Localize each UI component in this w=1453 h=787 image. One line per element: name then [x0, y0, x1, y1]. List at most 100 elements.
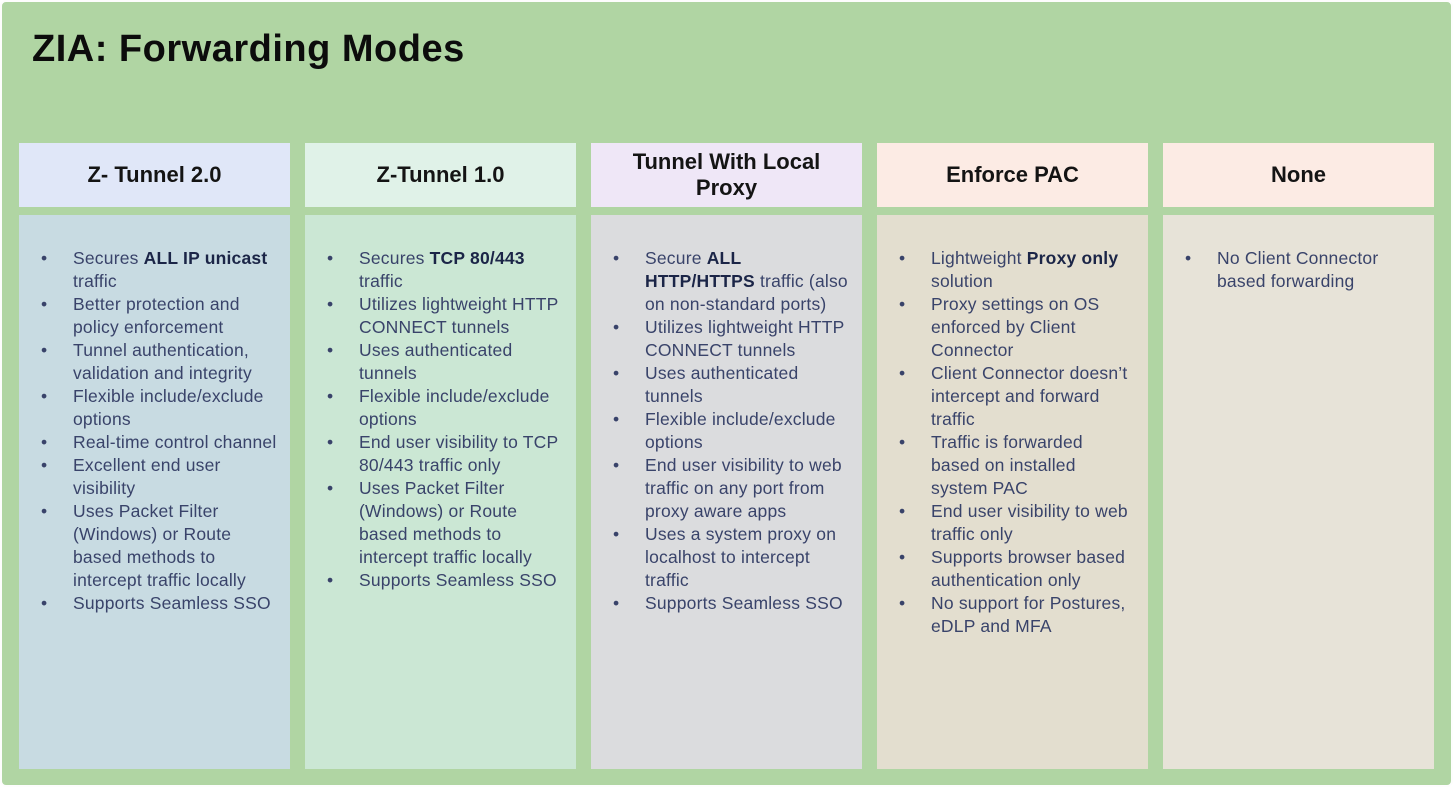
list-item: • Uses Packet Filter (Windows) or Route …: [325, 477, 564, 569]
list-item: • Flexible include/exclude options: [39, 385, 278, 431]
column-header: Enforce PAC: [877, 143, 1148, 207]
list-item: • End user visibility to web traffic on …: [611, 454, 850, 523]
bullet-icon: •: [41, 455, 48, 475]
bullet-icon: •: [327, 478, 334, 498]
list-item: • Excellent end user visibility: [39, 454, 278, 500]
column-body: • Lightweight Proxy only solution • Prox…: [877, 215, 1148, 769]
bullet-icon: •: [1185, 248, 1192, 268]
list-item-text: Secure ALL HTTP/HTTPS traffic (also on n…: [645, 248, 848, 314]
list-item: • Lightweight Proxy only solution: [897, 247, 1136, 293]
bullet-icon: •: [613, 317, 620, 337]
bullet-icon: •: [613, 455, 620, 475]
column-body: • Secure ALL HTTP/HTTPS traffic (also on…: [591, 215, 862, 769]
bullet-icon: •: [327, 432, 334, 452]
list-item: • Supports browser based authentication …: [897, 546, 1136, 592]
column: Z- Tunnel 2.0 • Secures ALL IP unicast t…: [19, 143, 290, 769]
list-item: • Supports Seamless SSO: [39, 592, 278, 615]
list-item: • Real-time control channel: [39, 431, 278, 454]
list-item-text: Lightweight Proxy only solution: [931, 248, 1119, 291]
list-item: • Uses Packet Filter (Windows) or Route …: [39, 500, 278, 592]
list-item: • Uses authenticated tunnels: [325, 339, 564, 385]
list-item-text: End user visibility to TCP 80/443 traffi…: [359, 432, 559, 475]
list-item-text: Uses Packet Filter (Windows) or Route ba…: [73, 501, 246, 590]
list-item-text: Tunnel authentication, validation and in…: [73, 340, 252, 383]
column-header-label: Enforce PAC: [946, 162, 1079, 188]
column-body: • No Client Connector based forwarding: [1163, 215, 1434, 769]
column: Enforce PAC • Lightweight Proxy only sol…: [877, 143, 1148, 769]
bullet-icon: •: [899, 248, 906, 268]
bullet-list: • Secures TCP 80/443 traffic • Utilizes …: [325, 247, 564, 592]
list-item-text: Secures TCP 80/443 traffic: [359, 248, 525, 291]
column-header-label: Z- Tunnel 2.0: [87, 162, 222, 188]
bullet-icon: •: [613, 593, 620, 613]
bullet-icon: •: [327, 248, 334, 268]
list-item-text: Flexible include/exclude options: [645, 409, 836, 452]
list-item-text: Supports Seamless SSO: [645, 593, 843, 613]
bullet-icon: •: [613, 363, 620, 383]
list-item-text: Utilizes lightweight HTTP CONNECT tunnel…: [359, 294, 559, 337]
list-item: • Secures ALL IP unicast traffic: [39, 247, 278, 293]
list-item-text: Uses a system proxy on localhost to inte…: [645, 524, 837, 590]
list-item: • End user visibility to TCP 80/443 traf…: [325, 431, 564, 477]
bullet-list: • Secures ALL IP unicast traffic • Bette…: [39, 247, 278, 615]
column-header-label: Z-Tunnel 1.0: [376, 162, 505, 188]
list-item: • Secure ALL HTTP/HTTPS traffic (also on…: [611, 247, 850, 316]
bullet-icon: •: [41, 593, 48, 613]
list-item: • Flexible include/exclude options: [611, 408, 850, 454]
bullet-icon: •: [41, 386, 48, 406]
list-item: • Utilizes lightweight HTTP CONNECT tunn…: [611, 316, 850, 362]
list-item: • Flexible include/exclude options: [325, 385, 564, 431]
bullet-icon: •: [899, 593, 906, 613]
list-item: • Client Connector doesn’t intercept and…: [897, 362, 1136, 431]
column-header: None: [1163, 143, 1434, 207]
column-header: Z-Tunnel 1.0: [305, 143, 576, 207]
list-item-text: No support for Postures, eDLP and MFA: [931, 593, 1126, 636]
list-item-text: Proxy settings on OS enforced by Client …: [931, 294, 1100, 360]
bullet-icon: •: [41, 294, 48, 314]
bullet-list: • Secure ALL HTTP/HTTPS traffic (also on…: [611, 247, 850, 615]
column-header: Tunnel With Local Proxy: [591, 143, 862, 207]
list-item-text: Real-time control channel: [73, 432, 277, 452]
list-item-text: Utilizes lightweight HTTP CONNECT tunnel…: [645, 317, 845, 360]
columns-container: Z- Tunnel 2.0 • Secures ALL IP unicast t…: [19, 143, 1434, 769]
list-item-text: Uses authenticated tunnels: [645, 363, 799, 406]
list-item: • Utilizes lightweight HTTP CONNECT tunn…: [325, 293, 564, 339]
bullet-icon: •: [41, 432, 48, 452]
list-item: • Traffic is forwarded based on installe…: [897, 431, 1136, 500]
bullet-icon: •: [899, 432, 906, 452]
page-title: ZIA: Forwarding Modes: [32, 28, 465, 70]
list-item-text: Secures ALL IP unicast traffic: [73, 248, 268, 291]
bullet-icon: •: [899, 294, 906, 314]
list-item: • No support for Postures, eDLP and MFA: [897, 592, 1136, 638]
bullet-icon: •: [327, 570, 334, 590]
list-item-text: Uses authenticated tunnels: [359, 340, 513, 383]
list-item-text: End user visibility to web traffic on an…: [645, 455, 842, 521]
column-body: • Secures TCP 80/443 traffic • Utilizes …: [305, 215, 576, 769]
list-item-text: Better protection and policy enforcement: [73, 294, 240, 337]
list-item: • Supports Seamless SSO: [325, 569, 564, 592]
column-header: Z- Tunnel 2.0: [19, 143, 290, 207]
bullet-icon: •: [899, 501, 906, 521]
list-item: • Tunnel authentication, validation and …: [39, 339, 278, 385]
list-item: • Secures TCP 80/443 traffic: [325, 247, 564, 293]
bullet-icon: •: [327, 340, 334, 360]
list-item-text: Uses Packet Filter (Windows) or Route ba…: [359, 478, 532, 567]
list-item: • Proxy settings on OS enforced by Clien…: [897, 293, 1136, 362]
list-item: • Better protection and policy enforceme…: [39, 293, 278, 339]
list-item-text: Client Connector doesn’t intercept and f…: [931, 363, 1128, 429]
list-item-text: Flexible include/exclude options: [73, 386, 264, 429]
list-item-text: Supports Seamless SSO: [359, 570, 557, 590]
bullet-list: • Lightweight Proxy only solution • Prox…: [897, 247, 1136, 638]
list-item: • Uses authenticated tunnels: [611, 362, 850, 408]
bullet-icon: •: [613, 524, 620, 544]
column: None • No Client Connector based forward…: [1163, 143, 1434, 769]
bullet-list: • No Client Connector based forwarding: [1183, 247, 1422, 293]
list-item-text: No Client Connector based forwarding: [1217, 248, 1379, 291]
bullet-icon: •: [327, 386, 334, 406]
column-header-label: None: [1271, 162, 1326, 188]
column-header-label: Tunnel With Local Proxy: [632, 149, 821, 200]
list-item-text: Flexible include/exclude options: [359, 386, 550, 429]
column-body: • Secures ALL IP unicast traffic • Bette…: [19, 215, 290, 769]
list-item-text: Traffic is forwarded based on installed …: [931, 432, 1083, 498]
bullet-icon: •: [613, 409, 620, 429]
